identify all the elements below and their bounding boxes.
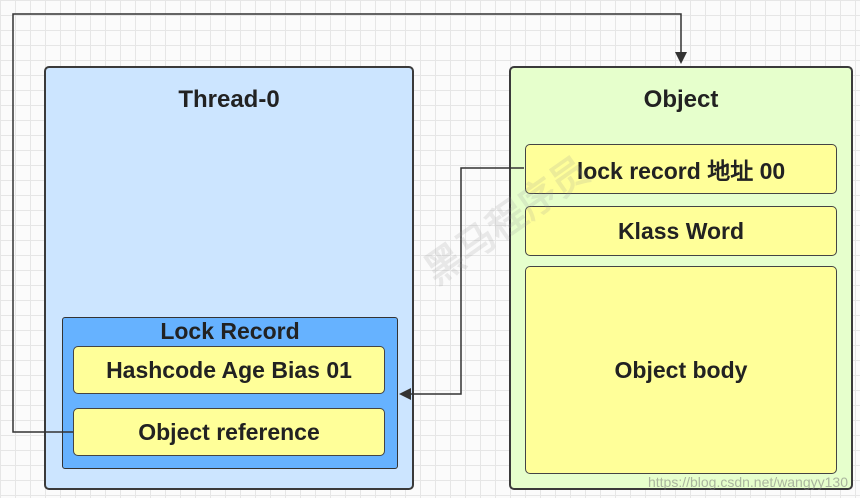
klass-word-cell: Klass Word: [525, 206, 837, 256]
lock-record-address-cell: lock record 地址 00: [525, 144, 837, 194]
object-reference-arrow: [12, 13, 687, 433]
object-title: Object: [643, 86, 719, 113]
object-box: Object lock record 地址 00 Klass Word Obje…: [509, 66, 853, 490]
hashcode-age-bias-cell: Hashcode Age Bias 01: [73, 346, 385, 394]
lock-record-box: Lock Record Hashcode Age Bias 01 Object …: [62, 317, 398, 469]
object-body-cell: Object body: [525, 266, 837, 474]
lock-record-title: Lock Record: [160, 318, 300, 344]
lock-record-address-arrow: [399, 167, 524, 400]
thread-title: Thread-0: [178, 86, 280, 113]
object-reference-cell: Object reference: [73, 408, 385, 456]
